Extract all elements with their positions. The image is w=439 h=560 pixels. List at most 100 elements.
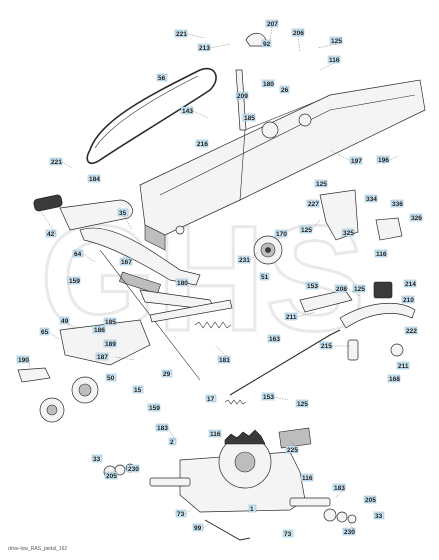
callout-label: 56: [158, 75, 166, 82]
callout-label: 190: [18, 357, 29, 364]
transaxle: [103, 427, 357, 541]
callout-label: 210: [403, 297, 414, 304]
callout-label: 143: [182, 108, 193, 115]
callout: 207: [265, 19, 278, 28]
long-rod-163: [229, 329, 341, 396]
callout: 205: [104, 471, 117, 480]
callout: 170: [274, 229, 287, 238]
drive-belt: [86, 67, 217, 165]
callout: 125: [329, 36, 342, 45]
callout-label: 213: [199, 45, 210, 52]
callout: 181: [217, 355, 230, 364]
callout: 180: [175, 278, 188, 287]
callout: 159: [67, 276, 80, 285]
callout-label: 225: [287, 447, 298, 454]
callout: 26: [279, 85, 290, 94]
callout-label: 51: [261, 274, 269, 281]
callout-label: 186: [94, 327, 105, 334]
callout-label: 206: [293, 30, 304, 37]
callout: 231: [237, 255, 250, 264]
callout-label: 221: [176, 31, 187, 38]
idler-pulley-upper: [253, 235, 283, 265]
callout: 221: [174, 29, 187, 38]
callout-label: 167: [121, 259, 132, 266]
callout-label: 221: [51, 159, 62, 166]
callout: 42: [45, 229, 57, 238]
callout: 167: [119, 257, 132, 266]
callout-label: 116: [302, 475, 313, 482]
callout: 153: [305, 281, 318, 290]
callout-label: 116: [376, 251, 387, 258]
callout-label: 33: [93, 456, 101, 463]
callout: 2: [168, 437, 177, 446]
pedal-grip: [33, 194, 133, 231]
leader-lines: [28, 26, 399, 533]
callout: 92: [261, 39, 272, 48]
callout: 211: [396, 361, 410, 370]
callout: 33: [91, 454, 103, 463]
callout-label: 15: [134, 387, 142, 394]
callout-label: 222: [406, 328, 417, 335]
callout: 185: [103, 317, 116, 326]
callout: 325: [341, 228, 354, 237]
callout: 209: [235, 91, 248, 100]
callout: 116: [208, 429, 222, 438]
callout: 208: [334, 284, 347, 293]
callout: 210: [401, 295, 414, 304]
pedal-shaft-assembly: [79, 227, 233, 381]
callout: 186: [92, 325, 105, 334]
callout: 143: [180, 106, 193, 115]
callout: 216: [195, 139, 208, 148]
callout-label: 227: [308, 201, 319, 208]
callout-label: 153: [307, 283, 318, 290]
callout: 189: [103, 339, 116, 348]
callout: 190: [16, 355, 29, 364]
callout: 187: [95, 352, 108, 361]
callout-label: 230: [128, 466, 139, 473]
callout-label: 205: [106, 473, 117, 480]
callout: 116: [327, 55, 341, 64]
callout-label: 336: [392, 201, 403, 208]
callout-label: 214: [405, 281, 416, 288]
callout-label: 325: [343, 230, 354, 237]
callout-label: 196: [378, 157, 389, 164]
callout-label: 326: [411, 215, 422, 222]
callout: 230: [126, 464, 139, 473]
callout-label: 159: [69, 278, 80, 285]
callout: 215: [319, 341, 332, 350]
callout: 225: [285, 445, 298, 454]
callout-label: 183: [157, 425, 168, 432]
callout: 197: [349, 156, 362, 165]
callout: 15: [132, 385, 144, 394]
callout: 33: [373, 511, 385, 520]
callout-label: 185: [244, 115, 255, 122]
callout: 29: [161, 369, 173, 378]
callout-label: 33: [375, 513, 383, 520]
callout-label: 116: [210, 431, 221, 438]
idler-bracket-left: [17, 319, 151, 423]
callout-label: 159: [149, 405, 160, 412]
callout-label: 197: [351, 158, 362, 165]
callout-label: 50: [107, 375, 115, 382]
callout-label: 1: [250, 506, 254, 513]
callout: 163: [267, 334, 280, 343]
frame-assembly: [139, 79, 426, 251]
callout-label: 73: [284, 531, 292, 538]
callout: 116: [300, 473, 314, 482]
callout: 153: [261, 392, 274, 401]
callout: 183: [332, 483, 345, 492]
callout: 183: [155, 423, 168, 432]
callout: 168: [387, 374, 400, 383]
callout: 116: [374, 249, 388, 258]
callout: 1: [248, 504, 257, 513]
callout-label: 211: [398, 363, 409, 370]
callout-label: 99: [194, 525, 202, 532]
callout-label: 92: [263, 41, 271, 48]
callout-label: 29: [163, 371, 171, 378]
callout-label: 163: [269, 336, 280, 343]
callout: 73: [282, 529, 294, 538]
callout: 334: [364, 194, 377, 203]
callout-label: 189: [105, 341, 116, 348]
callout: 64: [72, 249, 84, 258]
